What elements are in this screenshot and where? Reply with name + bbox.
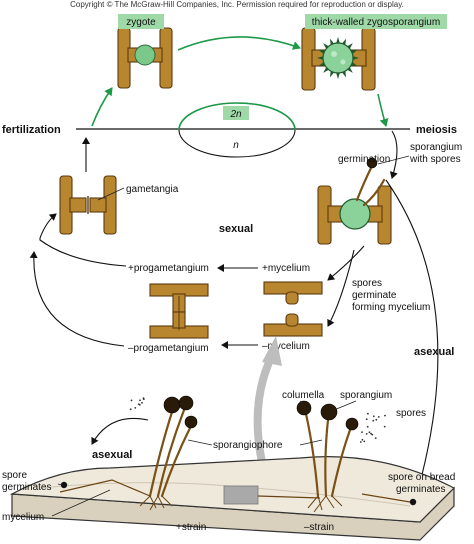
- gametangia-illustration: [59, 175, 117, 235]
- zygote-to-zygosporangium-arrow: [177, 36, 301, 51]
- spore-germinates-pointer: [57, 483, 63, 486]
- plus-progametangium-label: +progametangium: [128, 263, 209, 274]
- sporangium-with-spores-label-1: sporangium: [410, 142, 462, 153]
- germination-to-minus-mycelium-arrow: [327, 249, 355, 327]
- germination-to-plus-mycelium-arrow: [327, 245, 365, 281]
- zygosporangium-to-meiosis-arrow: [377, 93, 389, 127]
- plus-strain-label: +strain: [176, 522, 206, 533]
- spores-germinate-label-3: forming mycelium: [352, 302, 430, 313]
- zygote-badge: [118, 14, 164, 29]
- zygosporangium-label: thick-walled zygosporangium: [312, 17, 440, 28]
- sporangium-to-spore-left-arrow: [91, 417, 149, 445]
- sporangiophore-pointer-right: [299, 439, 323, 446]
- gray-arrow-head: [262, 336, 282, 366]
- spores-label: spores: [396, 408, 426, 419]
- germinating-zygosporangium-illustration: [317, 157, 392, 245]
- sporangium-to-bread-arrow: [385, 179, 439, 491]
- copyright-text: Copyright © The McGraw-Hill Companies, I…: [70, 0, 404, 9]
- zygosporangium-badge: [305, 14, 447, 29]
- sporangium-label: sporangium: [340, 390, 392, 401]
- minus-strain-label: –strain: [304, 522, 334, 533]
- diploid-arc: [178, 102, 296, 131]
- plus-mycelium-illustration: [263, 281, 323, 305]
- asexual-left-label: asexual: [92, 449, 132, 461]
- mycelium-pointer: [51, 489, 111, 517]
- columella-label: columella: [282, 390, 325, 401]
- zygote-illustration: [117, 27, 173, 89]
- spores-germinate-label-1: spores: [352, 278, 382, 289]
- bread-slab: [9, 456, 456, 541]
- mycelium-label: mycelium: [2, 512, 44, 523]
- zygosporangium-illustration: [301, 27, 376, 91]
- progametangium-to-gametangia-arrow: [39, 213, 57, 239]
- sexual-label: sexual: [219, 223, 253, 235]
- plus-progametangium-loop-line: [39, 238, 127, 267]
- minus-mycelium-label: –mycelium: [262, 341, 310, 352]
- columella-pointer: [299, 400, 307, 411]
- germination-label: germination: [338, 154, 390, 165]
- plus-mycelium-label: +mycelium: [262, 263, 310, 274]
- gray-arrow-shaft: [253, 358, 274, 477]
- minus-progametangium-label: –progametangium: [128, 343, 209, 354]
- gametangia-label: gametangia: [126, 184, 179, 195]
- minus-mycelium-illustration: [263, 313, 323, 337]
- plus-strain-sporangiophores: [59, 395, 198, 511]
- asexual-right-label: asexual: [414, 346, 454, 358]
- spore-germinates-label-1: spore: [2, 470, 27, 481]
- gametangia-pointer: [97, 187, 125, 201]
- two-n-badge: [223, 106, 249, 120]
- minus-strain-sporangiophores: [257, 400, 417, 513]
- sporangiophore-label: sporangiophore: [213, 440, 283, 451]
- spore-on-bread-label-1: spore on bread: [388, 472, 455, 483]
- sporangium-with-spores-label-2: with spores: [409, 154, 461, 165]
- sporangium-label-pointer: [333, 400, 357, 411]
- meiosis-to-germination-arrow: [389, 130, 398, 179]
- meiosis-label: meiosis: [416, 124, 457, 136]
- spore-germinates-label-2: germinates: [2, 482, 51, 493]
- n-label: n: [233, 140, 239, 151]
- scattered-spores: [129, 397, 386, 443]
- sporangium-pointer: [377, 155, 410, 165]
- fertilization-label: fertilization: [2, 124, 61, 136]
- fertilization-to-zygote-arrow: [91, 87, 113, 127]
- spore-on-bread-label-2: germinates: [396, 484, 445, 495]
- minus-progametangium-to-gametangia-arrow: [29, 251, 125, 347]
- zygote-label: zygote: [126, 17, 156, 28]
- spores-germinate-label-2: germinate: [352, 290, 397, 301]
- two-n-label: 2n: [229, 109, 242, 120]
- sporangiophore-pointer-left: [187, 439, 213, 446]
